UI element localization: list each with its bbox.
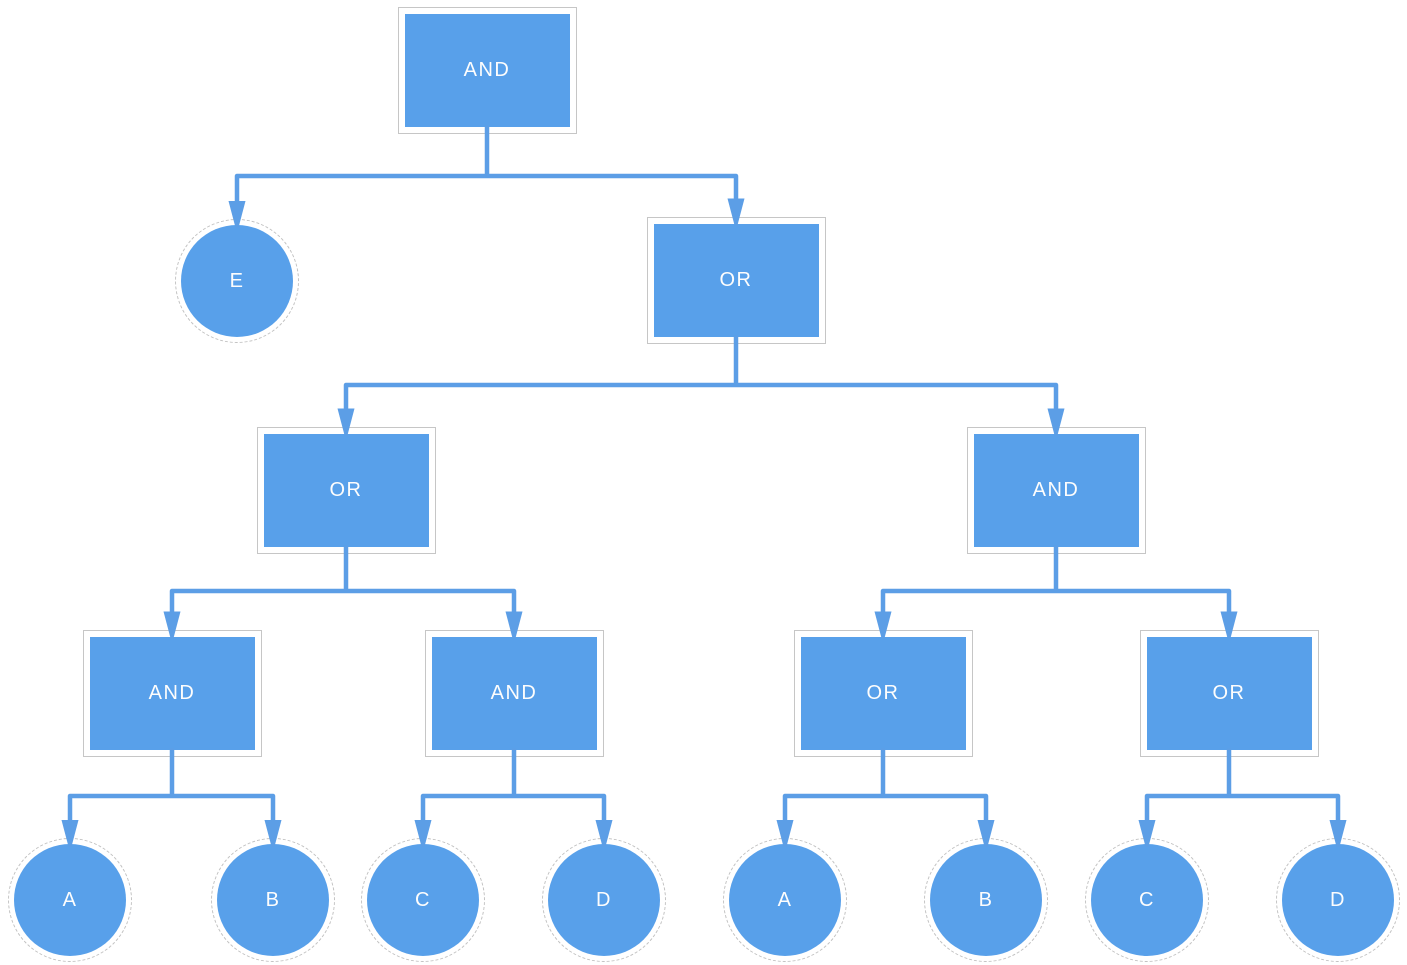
event-node-e[interactable]: E	[175, 219, 299, 343]
gate-label: OR	[329, 479, 363, 501]
gate-node-or1[interactable]: OR	[646, 216, 826, 344]
tree-edge-or1	[337, 335, 1065, 436]
event-node-a2[interactable]: A	[723, 838, 847, 962]
event-node-body: C	[367, 844, 479, 956]
tree-edge-and2	[414, 748, 613, 847]
gate-node-body: OR	[800, 636, 966, 750]
event-node-body: D	[1282, 844, 1394, 956]
gate-node-body: OR	[653, 223, 819, 337]
event-node-d1[interactable]: D	[542, 838, 666, 962]
edge-line	[67, 793, 276, 823]
event-node-body: C	[1091, 844, 1203, 956]
event-node-a1[interactable]: A	[8, 838, 132, 962]
event-node-body: D	[548, 844, 660, 956]
event-node-body: B	[930, 844, 1042, 956]
gate-node-and3[interactable]: AND	[966, 426, 1146, 554]
gate-node-root[interactable]: AND	[397, 6, 577, 134]
gate-node-body: AND	[89, 636, 255, 750]
gate-node-body: AND	[431, 636, 597, 750]
event-label: C	[1139, 889, 1155, 911]
tree-edge-and1	[61, 748, 282, 847]
gate-label: AND	[148, 682, 196, 704]
gate-node-or3[interactable]: OR	[793, 629, 973, 757]
gate-node-body: OR	[263, 433, 429, 547]
tree-edge-and3	[874, 545, 1238, 639]
event-node-body: B	[217, 844, 329, 956]
edge-line	[420, 793, 607, 823]
event-label: B	[265, 889, 281, 911]
gate-node-body: AND	[404, 13, 570, 127]
gate-node-body: OR	[1146, 636, 1312, 750]
event-label: C	[415, 889, 431, 911]
gate-label: AND	[1032, 479, 1080, 501]
event-node-body: A	[729, 844, 841, 956]
tree-edge-root	[228, 125, 745, 228]
edge-line	[782, 793, 989, 823]
gate-label: OR	[1212, 682, 1246, 704]
edge-line	[169, 588, 517, 615]
tree-edge-or2	[163, 545, 523, 639]
edge-line	[1144, 793, 1341, 823]
gate-node-body: AND	[973, 433, 1139, 547]
event-label: D	[596, 889, 612, 911]
gate-node-or2[interactable]: OR	[256, 426, 436, 554]
event-label: D	[1330, 889, 1346, 911]
event-label: A	[777, 889, 793, 911]
event-node-body: A	[14, 844, 126, 956]
event-node-d2[interactable]: D	[1276, 838, 1400, 962]
event-label: B	[978, 889, 994, 911]
edge-line	[343, 382, 1059, 412]
gate-node-and2[interactable]: AND	[424, 629, 604, 757]
edge-line	[234, 173, 739, 204]
tree-edge-or4	[1138, 748, 1347, 847]
event-node-c2[interactable]: C	[1085, 838, 1209, 962]
gate-label: OR	[719, 269, 753, 291]
event-label: A	[62, 889, 78, 911]
gate-node-or4[interactable]: OR	[1139, 629, 1319, 757]
edge-line	[880, 588, 1232, 615]
event-node-b1[interactable]: B	[211, 838, 335, 962]
event-label: E	[229, 270, 245, 292]
gate-label: AND	[463, 59, 511, 81]
gate-label: AND	[490, 682, 538, 704]
event-node-b2[interactable]: B	[924, 838, 1048, 962]
event-node-c1[interactable]: C	[361, 838, 485, 962]
gate-node-and1[interactable]: AND	[82, 629, 262, 757]
tree-edge-or3	[776, 748, 995, 847]
event-node-body: E	[181, 225, 293, 337]
gate-label: OR	[866, 682, 900, 704]
